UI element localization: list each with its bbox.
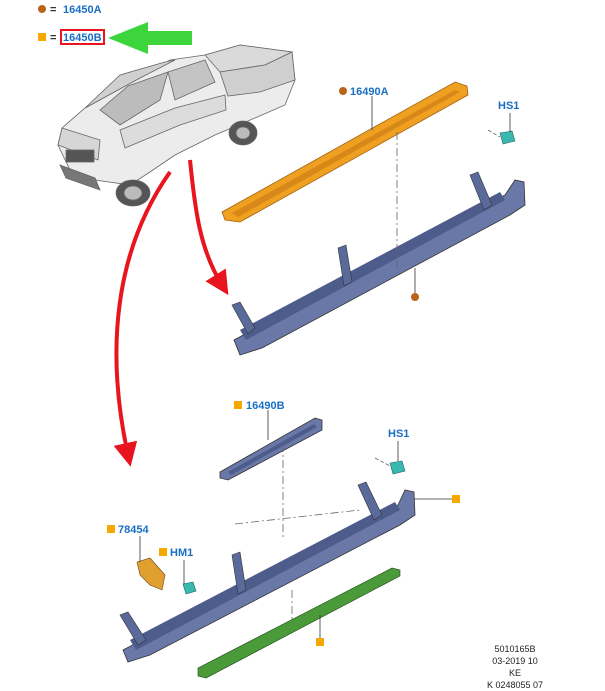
square-marker-icon	[452, 495, 460, 503]
fastener-hm1	[182, 581, 197, 595]
step-pad-16490A	[221, 81, 469, 223]
dash-line	[234, 509, 361, 525]
circle-marker-icon	[411, 293, 419, 301]
part-label-16490B: 16490B	[246, 400, 285, 412]
trim-strip	[197, 567, 401, 679]
dash-line	[487, 129, 501, 138]
dash-line	[374, 457, 391, 467]
square-marker-icon	[38, 33, 46, 41]
side-rail-bottom	[119, 481, 416, 663]
fastener-hs1-bottom	[389, 460, 406, 475]
part-label-16490A: 16490A	[350, 86, 389, 98]
part-label-78454: 78454	[118, 524, 149, 536]
drawing-reference-block: 5010165B 03-2019 10 KE K 0248055 07	[455, 643, 575, 691]
side-rail-top	[231, 171, 526, 356]
pickup-truck-illustration-icon	[57, 44, 296, 207]
green-pointer-arrow-icon	[108, 22, 192, 54]
legend-code: 16450A	[63, 4, 102, 16]
svg-text:=: =	[50, 4, 56, 16]
drawing-ref: K 0248055 07	[486, 680, 544, 690]
legend-item-16450A: = 16450A	[38, 4, 102, 16]
drawing-code: KE	[508, 668, 521, 678]
step-pad-16490B	[219, 417, 323, 481]
square-marker-icon	[159, 548, 167, 556]
fastener-hs1-top	[499, 130, 516, 145]
legend-item-16450B: = 16450B	[38, 29, 105, 45]
red-curved-arrow-icon	[188, 159, 229, 296]
square-marker-icon	[316, 638, 324, 646]
circle-marker-icon	[339, 87, 347, 95]
drawing-number: 5010165B	[494, 644, 536, 654]
part-label-hs1-bottom: HS1	[388, 428, 409, 440]
square-marker-icon	[234, 401, 242, 409]
bracket-78454	[136, 557, 166, 591]
drawing-date: 03-2019 10	[492, 656, 538, 666]
circle-marker-icon	[38, 5, 46, 13]
part-label-hm1: HM1	[170, 547, 193, 559]
red-curved-arrow-icon	[113, 170, 172, 467]
part-label-hs1-top: HS1	[498, 100, 519, 112]
highlight-box	[60, 29, 105, 45]
legend-code: 16450B	[63, 32, 102, 44]
svg-text:=: =	[50, 32, 56, 44]
square-marker-icon	[107, 525, 115, 533]
